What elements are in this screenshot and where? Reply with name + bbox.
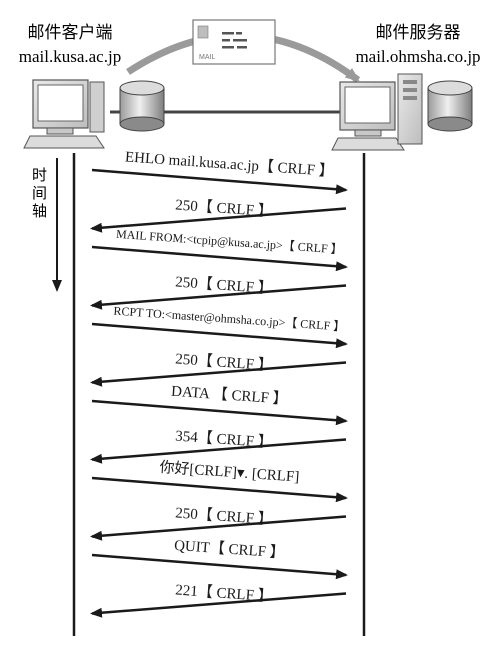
message-label-2: 250【 CRLF 】 bbox=[175, 196, 273, 220]
time-axis-label-2: 间 bbox=[32, 184, 47, 202]
server-computer-icon bbox=[331, 73, 423, 151]
time-axis-label-1: 时 bbox=[32, 166, 47, 184]
message-arrow-5 bbox=[91, 322, 348, 349]
message-arrow-9 bbox=[91, 476, 348, 503]
message-label-4: 250【 CRLF 】 bbox=[175, 273, 273, 297]
message-arrow-8 bbox=[90, 438, 347, 464]
message-arrow-3 bbox=[91, 245, 348, 272]
message-label-8: 354【 CRLF 】 bbox=[175, 427, 273, 451]
client-address: mail.kusa.ac.jp bbox=[19, 47, 121, 66]
message-label-9: 你好[CRLF]▾. [CRLF] bbox=[159, 459, 300, 486]
message-arrow-6 bbox=[90, 361, 347, 387]
message-label-11: QUIT【 CRLF 】 bbox=[174, 537, 286, 562]
message-arrow-2 bbox=[90, 207, 347, 233]
message-arrow-4 bbox=[90, 284, 347, 310]
message-arrow-1 bbox=[91, 168, 348, 195]
client-name: 邮件客户端 bbox=[28, 23, 113, 43]
envelope-icon: MAIL bbox=[192, 19, 276, 65]
message-arrows: EHLO mail.kusa.ac.jp【 CRLF 】250【 CRLF 】M… bbox=[90, 148, 348, 618]
client-computer-icon bbox=[23, 79, 105, 149]
message-arrow-12 bbox=[90, 592, 347, 618]
message-label-12: 221【 CRLF 】 bbox=[175, 581, 273, 605]
message-arrow-10 bbox=[90, 515, 347, 541]
server-database-icon bbox=[427, 80, 473, 132]
message-arrow-7 bbox=[91, 399, 348, 426]
message-arrow-11 bbox=[91, 553, 348, 580]
message-label-6: 250【 CRLF 】 bbox=[175, 350, 273, 374]
server-address: mail.ohmsha.co.jp bbox=[355, 47, 480, 66]
envelope-label: MAIL bbox=[199, 54, 215, 61]
message-label-7: DATA 【 CRLF 】 bbox=[171, 383, 289, 408]
server-name: 邮件服务器 bbox=[376, 23, 461, 43]
message-label-10: 250【 CRLF 】 bbox=[175, 504, 273, 528]
time-axis-label-3: 轴 bbox=[32, 202, 47, 220]
client-database-icon bbox=[119, 80, 165, 132]
